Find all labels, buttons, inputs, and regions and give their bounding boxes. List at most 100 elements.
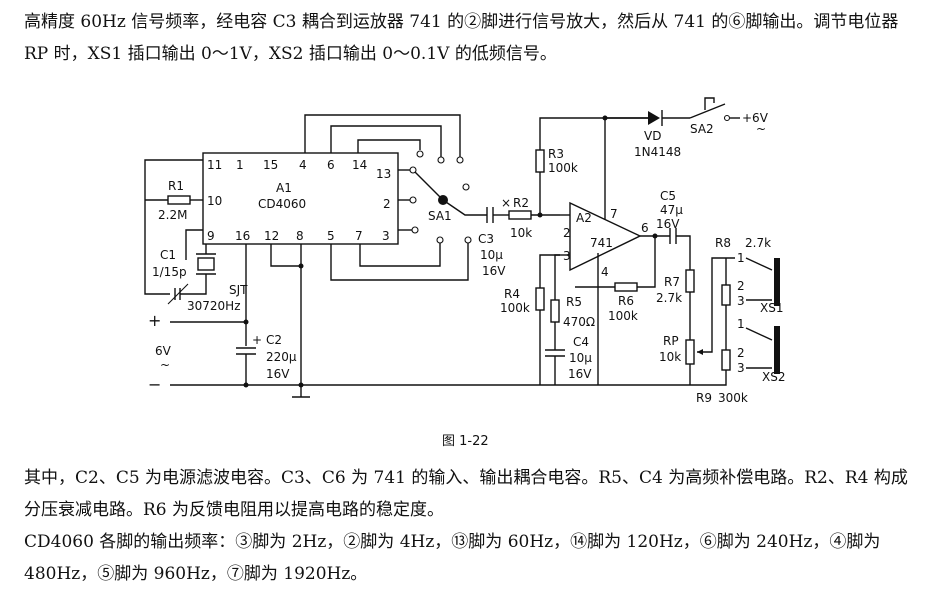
r2-mark: × [501,196,511,210]
xs1-jack-body [774,258,780,306]
a1-pin11: 11 [207,158,222,172]
vd-part: 1N4148 [634,145,681,159]
junction-out [652,233,658,239]
r4-name: R4 [504,287,520,301]
vd-name: VD [644,129,661,143]
c2-value2: 16V [266,367,290,381]
supply-tilde: ~ [160,358,170,372]
r9-value: 300k [718,391,748,405]
c3-value1: 10μ [480,248,503,262]
a1-pin16: 16 [235,229,250,243]
r8-value: 2.7k [745,236,771,250]
xs2-name: XS2 [762,370,785,384]
r1-name: R1 [168,179,184,193]
r2-name: R2 [513,196,529,210]
a1-pin5: 5 [327,229,335,243]
c5-name: C5 [660,189,676,203]
r6-value: 100k [608,309,638,323]
c1-value: 1/15p [152,265,187,279]
r7-name: R7 [664,275,680,289]
r2-resistor [508,210,532,220]
rp-wiper-arrow [697,349,703,355]
c3-name: C3 [478,232,494,246]
r7-resistor [685,269,695,293]
a1-pin6: 6 [327,158,335,172]
wire-pin9 [185,229,203,260]
wire-c6-r7 [676,235,691,270]
a2-name: A2 [576,211,592,225]
wire-sa1-out [442,199,487,216]
wire-c1-sjt [180,274,207,295]
wire-pin6 [330,125,442,157]
a1-pin2: 2 [383,197,391,211]
r4-resistor [535,287,545,311]
r7-value: 2.7k [656,291,682,305]
supply2-tilde: ~ [756,122,766,136]
c5-value2: 16V [656,217,680,231]
c4-value1: 10μ [569,351,592,365]
frequency-paragraph: CD4060 各脚的输出频率：③脚为 2Hz，②脚为 4Hz，⑬脚为 60Hz，… [24,532,881,584]
a2-pin3: 3 [563,249,571,263]
sjt-crystal [197,257,215,271]
wire-pin7 [359,243,441,267]
sjt-value: 30720Hz [187,299,241,313]
sa2-switch[interactable] [689,103,726,119]
a2-pin7: 7 [610,207,618,221]
rp-name: RP [663,334,679,348]
a1-pin13: 13 [376,167,391,181]
sa1-contact-13 [409,166,417,174]
wire-pin11 [144,159,203,295]
sa1-contact-7 [436,236,444,244]
wire-r5-top [554,254,560,300]
r5-resistor [550,299,560,323]
a2-part: 741 [590,236,613,250]
c2-value1: 220μ [266,350,297,364]
r3-name: R3 [548,147,564,161]
sa2-actuator [704,97,715,110]
cd4060-chip-body [202,152,399,245]
description-paragraph: 其中，C2、C5 为电源滤波电容。C3、C6 为 741 的输入、输出耦合电容。… [24,468,908,520]
r3-resistor [535,149,545,173]
c2-name: C2 [266,333,282,347]
sa1-label: SA1 [428,209,452,223]
a1-pin9: 9 [207,229,215,243]
sa2-label: SA2 [690,122,714,136]
a1-name: A1 [276,181,292,195]
r6-name: R6 [618,294,634,308]
junction-r2 [537,212,543,218]
wire-r6-right [637,236,656,288]
c4-name: C4 [573,335,589,349]
wire-pin12 [270,244,301,267]
xs2-pin3: 3 [737,361,745,375]
supply-voltage: 6V [155,344,172,358]
sa1-contact-6 [437,156,445,164]
a2-pin6: 6 [641,221,649,235]
xs1-pin1: 1 [737,251,745,265]
xs1-spring-top [745,257,773,271]
xs2-pin1: 1 [737,317,745,331]
r5-name: R5 [566,295,582,309]
r2-value: 10k [510,226,532,240]
rp-potentiometer[interactable] [685,339,695,365]
junction-pin12 [298,263,304,269]
intro-paragraph: 高精度 60Hz 信号频率，经电容 C3 耦合到运放器 741 的②脚进行信号放… [24,12,899,64]
wire-rp-wiper [697,257,735,353]
supply-plus: + [148,311,161,330]
xs2-jack-body [774,326,780,374]
c1-name: C1 [160,248,176,262]
sa1-contact-5 [464,236,472,244]
wire-r9-gnd [690,370,727,386]
xs2-spring-top [745,327,773,341]
supply-minus: − [148,375,161,394]
r6-resistor [614,282,638,292]
a1-pin3: 3 [382,229,390,243]
c3-value2: 16V [482,264,506,278]
wire-pin14 [357,139,421,153]
r8-name: R8 [715,236,731,250]
r9-name: R9 [696,391,712,405]
a1-pin12: 12 [264,229,279,243]
a1-pin4: 4 [299,158,307,172]
vd-diode [648,111,660,125]
xs2-pin2: 2 [737,346,745,360]
